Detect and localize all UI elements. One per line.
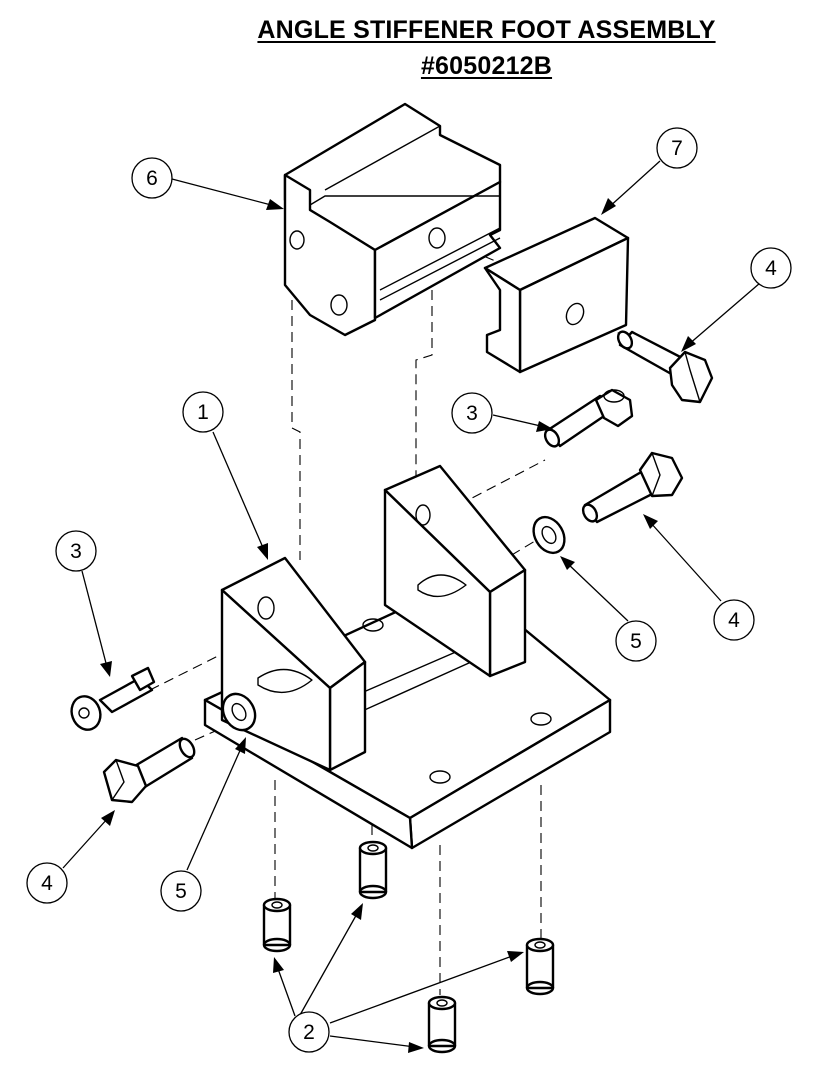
svg-text:3: 3 (466, 402, 478, 425)
part-number: #6050212B (420, 52, 553, 80)
pin-a (262, 897, 292, 953)
balloon-5-left: 5 (160, 870, 202, 912)
balloon-3-left: 3 (55, 530, 97, 572)
svg-text:1: 1 (197, 401, 209, 424)
svg-text:4: 4 (41, 872, 53, 895)
part-3-shoulder-screw-left (70, 666, 156, 731)
part-4-hex-bolt-left (102, 736, 196, 804)
svg-text:4: 4 (765, 257, 777, 280)
part-2-pins (262, 840, 555, 1054)
part-3-shoulder-screw-upper (543, 388, 634, 448)
balloon-6: 6 (131, 157, 173, 199)
part-5-washer-right (532, 515, 566, 555)
balloon-1: 1 (182, 391, 224, 433)
part-7-clamp-block (483, 216, 630, 374)
svg-text:3: 3 (70, 540, 82, 563)
balloon-4-right: 4 (713, 599, 755, 641)
svg-text:4: 4 (728, 609, 740, 632)
drawing-title: ANGLE STIFFENER FOOT ASSEMBLY (257, 16, 716, 44)
part-4-hex-bolt-upper (616, 330, 714, 404)
svg-text:5: 5 (175, 880, 187, 903)
balloon-2: 2 (288, 1011, 330, 1053)
svg-text:5: 5 (630, 630, 642, 653)
svg-text:7: 7 (671, 137, 683, 160)
svg-text:2: 2 (303, 1021, 315, 1044)
balloon-3-upper: 3 (451, 392, 493, 434)
part-5-washer-left (221, 692, 257, 732)
pin-b (358, 840, 388, 900)
part-6-slide-block (283, 102, 502, 337)
balloon-5-right: 5 (615, 620, 657, 662)
balloon-4-upper: 4 (750, 247, 792, 289)
leader-lines (62, 160, 761, 1053)
pin-d (525, 937, 555, 996)
svg-text:6: 6 (146, 167, 158, 190)
part-4-hex-bolt-right (581, 451, 684, 524)
pin-c (427, 995, 457, 1054)
part-1-base-plate (203, 464, 612, 850)
balloon-7: 7 (656, 127, 698, 169)
balloon-4-left: 4 (26, 862, 68, 904)
